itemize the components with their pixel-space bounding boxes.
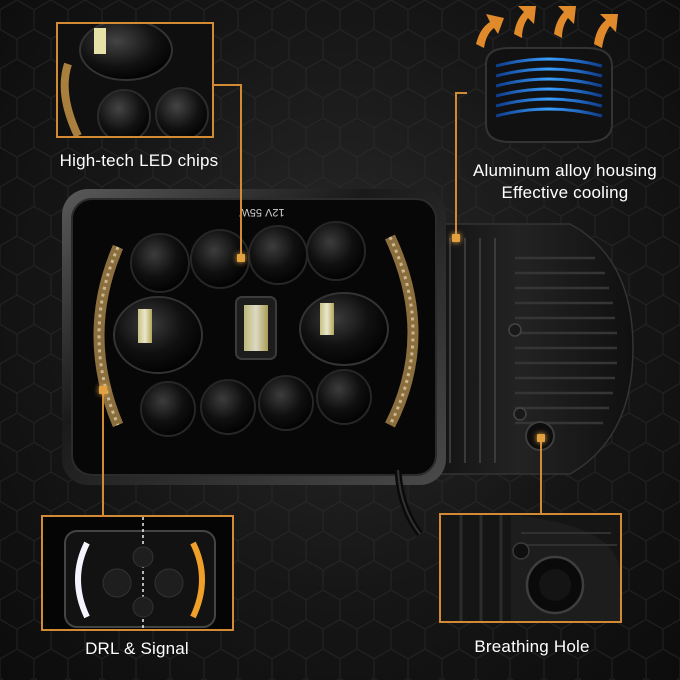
led-chips-connector [214, 84, 242, 86]
aluminum-housing [404, 223, 634, 475]
led-chips-label: High-tech LED chips [59, 151, 219, 170]
housing-connector-vertical [455, 92, 457, 234]
power-cable [394, 469, 423, 537]
drl-inset [41, 515, 234, 631]
housing-connector [455, 92, 467, 94]
breathing-connector-vertical [540, 442, 542, 514]
breathing-hole-label: Breathing Hole [474, 637, 590, 656]
cooling-inset [476, 6, 618, 143]
drl-marker [99, 386, 107, 394]
breathing-hole-inset [439, 513, 622, 623]
led-chips-inset [56, 22, 214, 138]
housing-marker [452, 234, 460, 242]
breathing-marker [537, 434, 545, 442]
housing-label-line2: Effective cooling [501, 183, 629, 202]
drl-connector-vertical [102, 392, 104, 516]
headlight-front: 12V 55W [62, 189, 446, 485]
drl-label: DRL & Signal [85, 639, 189, 658]
led-chips-connector-vertical [240, 84, 242, 256]
stamp-text: 12V 55W [239, 206, 285, 218]
led-chips-marker [237, 254, 245, 262]
housing-label-line1: Aluminum alloy housing [473, 161, 657, 180]
